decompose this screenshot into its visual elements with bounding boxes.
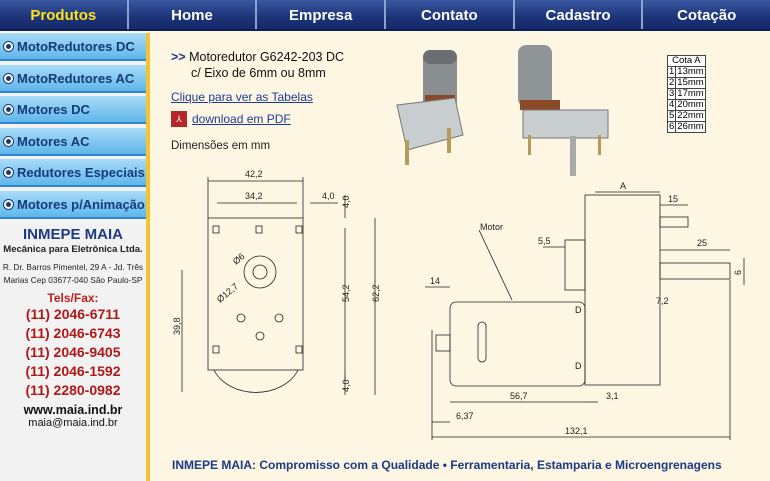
bullet-icon <box>4 105 13 114</box>
company-info: INMEPE MAIA Mecânica para Eletrônica Ltd… <box>0 226 146 429</box>
dim-label: 4,0 <box>322 191 335 201</box>
phone: (11) 2280-0982 <box>25 381 121 398</box>
sidebar-item-label: Motores DC <box>17 102 90 117</box>
phone: (11) 2046-9405 <box>25 343 121 360</box>
footer-slogan: INMEPE MAIA: Compromisso com a Qualidade… <box>172 458 722 472</box>
bullet-icon <box>4 73 13 83</box>
phone: (11) 2046-6743 <box>25 324 121 341</box>
nav-home[interactable]: Home <box>129 0 258 29</box>
sidebar: MotoRedutores DC MotoRedutores AC Motore… <box>0 33 150 481</box>
product-photo-2 <box>518 45 609 176</box>
sidebar-item-motoredutores-ac[interactable]: MotoRedutores AC <box>0 64 146 93</box>
sidebar-item-label: Motores p/Animação <box>17 196 145 212</box>
dim-label: 4,0 <box>341 195 351 208</box>
dim-label: 62,2 <box>371 284 381 302</box>
address-line-2: Marias Cep 03677-040 São Paulo-SP <box>3 274 143 285</box>
arrow: >> <box>171 50 186 64</box>
pdf-link[interactable]: download em PDF <box>192 112 291 126</box>
dimensions-label: Dimensões em mm <box>171 140 271 152</box>
tels-label: Tels/Fax: <box>47 290 99 305</box>
phone: (11) 2046-6711 <box>25 305 121 322</box>
title-line-1: Motoredutor G6242-203 DC <box>189 50 345 64</box>
dim-label: 42,2 <box>245 169 263 179</box>
nav-contato[interactable]: Contato <box>386 0 515 29</box>
bullet-icon <box>4 199 13 209</box>
tables-link[interactable]: Clique para ver as Tabelas <box>171 90 313 104</box>
dim-label: Motor <box>480 222 503 232</box>
dim-label: 39,8 <box>172 317 182 335</box>
dim-label: 54,2 <box>341 284 351 302</box>
bullet-icon <box>4 168 13 177</box>
dim-label: 3,1 <box>606 391 619 401</box>
bullet-icon <box>4 42 13 51</box>
dim-label: 7,2 <box>656 296 669 306</box>
dim-label: 4,0 <box>341 379 351 392</box>
sidebar-item-label: MotoRedutores DC <box>17 39 135 54</box>
dim-label: 6 <box>733 270 743 275</box>
sidebar-item-motoredutores-dc[interactable]: MotoRedutores DC <box>0 33 146 61</box>
dim-label: 34,2 <box>245 191 263 201</box>
cell: 13mm <box>675 66 706 78</box>
dim-label: 132,1 <box>565 426 588 436</box>
dim-label: D <box>575 361 582 371</box>
dim-label: 5,5 <box>538 236 551 246</box>
top-nav: Produtos Home Empresa Contato Cadastro C… <box>0 0 770 31</box>
dim-label: 14 <box>430 276 440 286</box>
nav-cadastro[interactable]: Cadastro <box>515 0 644 29</box>
cell: 26mm <box>675 121 706 133</box>
email[interactable]: maia@maia.ind.br <box>28 416 118 429</box>
dim-label: 6,37 <box>456 411 474 421</box>
sidebar-item-label: MotoRedutores AC <box>17 70 135 86</box>
nav-produtos[interactable]: Produtos <box>0 0 129 29</box>
dim-label: 15 <box>668 194 678 204</box>
address-line-1: R. Dr. Barros Pimentel, 29 A - Jd. Três <box>2 261 144 272</box>
company-subtitle: Mecânica para Eletrônica Ltda. <box>3 243 143 255</box>
sidebar-item-redutores-especiais[interactable]: Redutores Especiais <box>0 159 146 187</box>
pdf-icon: ⅄ <box>171 111 187 127</box>
website[interactable]: www.maia.ind.br <box>23 402 123 417</box>
product-photo-1 <box>396 50 464 165</box>
pdf-download[interactable]: ⅄ download em PDF <box>171 111 291 127</box>
company-name: INMEPE MAIA <box>22 225 123 243</box>
sidebar-item-motores-animacao[interactable]: Motores p/Animação <box>0 190 146 219</box>
cell: 6 <box>666 121 677 133</box>
bullet-icon <box>4 136 13 146</box>
product-title: >> Motoredutor G6242-203 DC c/ Eixo de 6… <box>171 49 344 81</box>
title-line-2: c/ Eixo de 6mm ou 8mm <box>191 66 326 80</box>
dim-label: 25 <box>697 238 707 248</box>
dim-label: A <box>620 181 626 191</box>
dim-label: Ø6 <box>231 251 247 266</box>
nav-cotacao[interactable]: Cotação <box>677 7 737 24</box>
dim-label: D <box>575 305 582 315</box>
dim-label: 56,7 <box>510 391 528 401</box>
cell: 20mm <box>675 99 706 111</box>
nav-empresa[interactable]: Empresa <box>257 0 387 29</box>
phone: (11) 2046-1592 <box>25 362 121 379</box>
sidebar-item-label: Motores AC <box>17 133 90 149</box>
sidebar-item-label: Redutores Especiais <box>17 165 145 180</box>
sidebar-item-motores-ac[interactable]: Motores AC <box>0 127 146 156</box>
sidebar-item-motores-dc[interactable]: Motores DC <box>0 96 146 124</box>
dim-label: Ø12,7 <box>215 281 240 304</box>
